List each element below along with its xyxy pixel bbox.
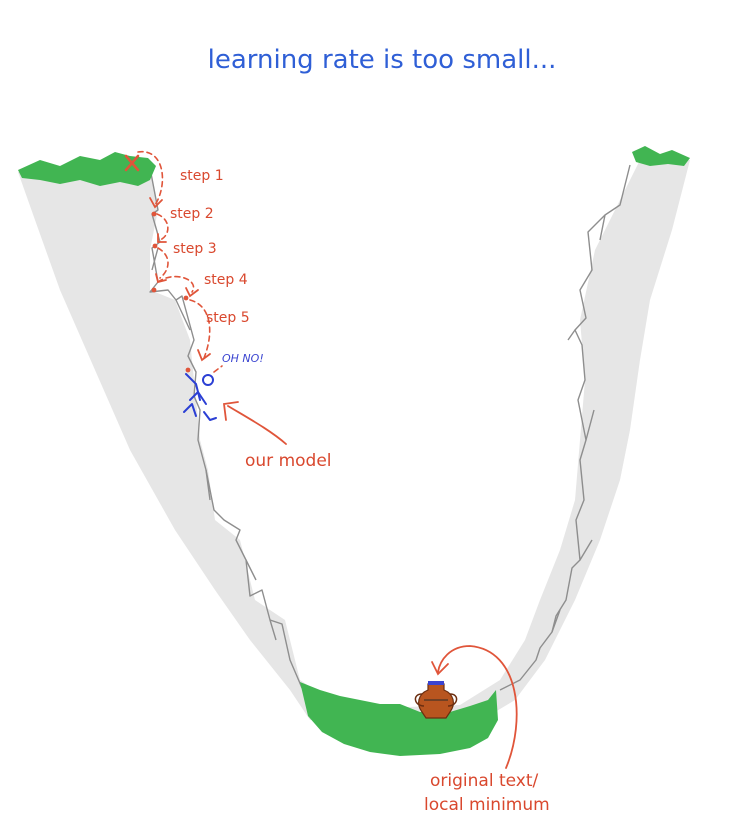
vase-icon — [414, 681, 458, 719]
right-cliff-detail — [551, 214, 606, 633]
step-2-arrowhead — [157, 233, 167, 243]
page-title: learning rate is too small... — [208, 45, 557, 75]
step-point — [152, 243, 158, 249]
exclamation-text: OH NO! — [222, 352, 264, 365]
grass-left-top — [18, 152, 156, 186]
minimum-label-line2: local minimum — [424, 795, 550, 815]
step-label: step 1 — [180, 168, 224, 184]
step-label: step 4 — [204, 272, 248, 288]
step-4-arrowhead — [185, 287, 199, 298]
step-label: step 5 — [206, 310, 250, 326]
minimum-arrowhead — [431, 661, 449, 676]
step-point — [183, 295, 189, 301]
grass-right-top — [632, 146, 690, 166]
step-4-arc — [157, 275, 195, 293]
step-1-arc — [137, 151, 164, 206]
step-label: step 3 — [173, 241, 217, 257]
model-label: our model — [245, 451, 332, 471]
grass-valley-floor — [300, 682, 498, 756]
model-arrow — [227, 405, 287, 445]
step-2-arc — [156, 213, 169, 241]
exclamation-dash — [213, 365, 223, 373]
left-cliff-detail — [151, 247, 277, 641]
step-3-arc — [157, 247, 169, 279]
step-point — [151, 211, 157, 217]
model-arrowhead — [222, 401, 239, 421]
minimum-label-line1: original text/ — [430, 771, 538, 791]
right-cliff-edge — [499, 164, 631, 691]
step-5-arc — [189, 299, 211, 359]
valley-rock — [18, 160, 690, 720]
left-cliff-edge — [149, 167, 303, 689]
step-label: step 2 — [170, 206, 214, 222]
start-x-icon — [124, 154, 140, 172]
minimum-arrow — [437, 645, 518, 769]
stick-figure-icon — [183, 373, 217, 421]
step-point — [185, 367, 191, 373]
step-1-arrowhead — [149, 197, 163, 209]
step-5-arrowhead — [197, 349, 211, 362]
step-point — [151, 287, 157, 293]
